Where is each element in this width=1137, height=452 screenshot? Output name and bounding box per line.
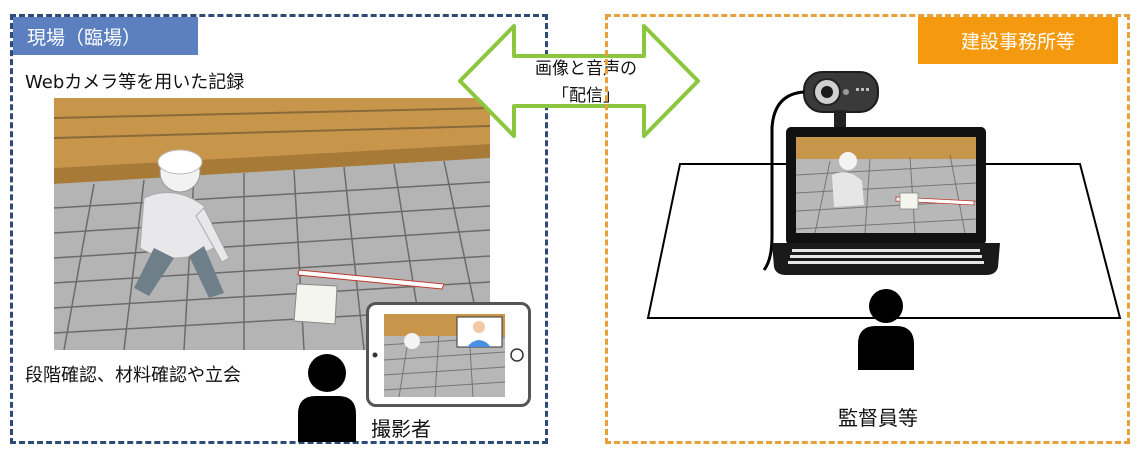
transfer-label: 画像と音声の 「配信」 (500, 56, 672, 110)
double-arrow-icon (458, 24, 700, 138)
supervisor-label: 監督員等 (838, 406, 918, 430)
tablet-icon (366, 302, 531, 407)
transfer-label-line2: 「配信」 (552, 86, 620, 106)
supervisor-person-icon (858, 289, 914, 370)
recording-caption: Webカメラ等を用いた記録 (25, 72, 245, 93)
webcam-icon (770, 71, 879, 130)
photographer-person-icon (298, 354, 356, 442)
site-photo-drawing (54, 98, 490, 350)
inspection-caption: 段階確認、材料確認や立会 (25, 365, 241, 386)
site-header: 現場（臨場） (13, 17, 198, 55)
laptop-icon (772, 127, 1000, 275)
webcam-cable (762, 126, 774, 271)
transfer-label-line1: 画像と音声の (535, 59, 637, 79)
office-header: 建設事務所等 (918, 17, 1118, 64)
photographer-label: 撮影者 (371, 417, 431, 441)
office-region (605, 14, 1130, 444)
tablet-screen (372, 314, 524, 398)
site-region (10, 14, 548, 444)
